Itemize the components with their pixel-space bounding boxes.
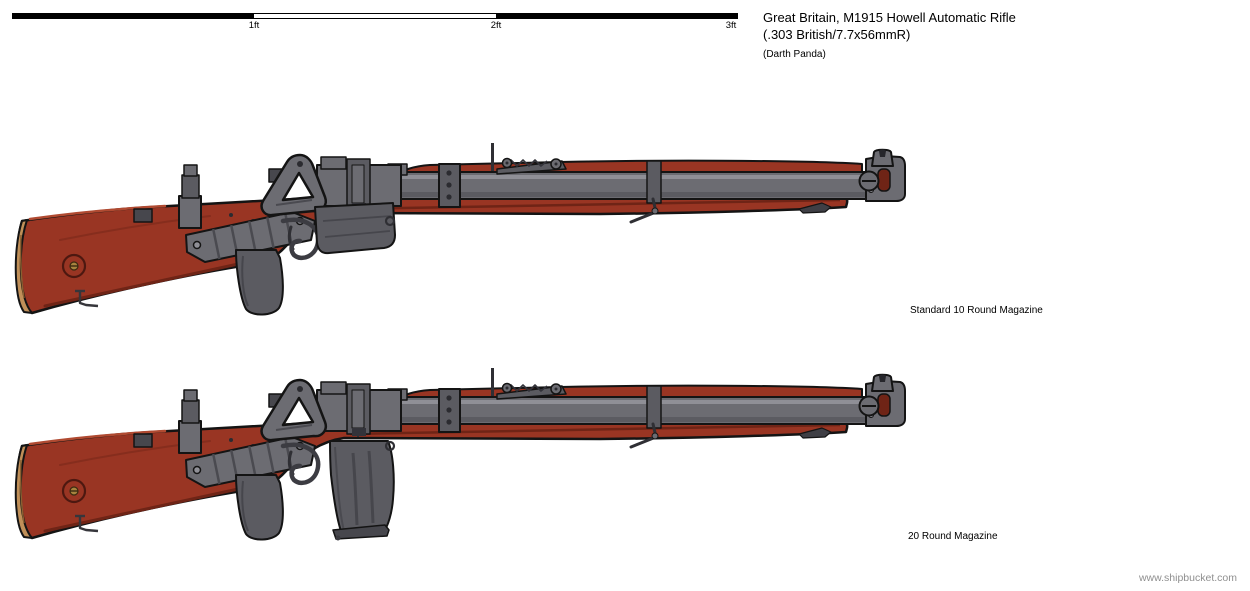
- scale-bar-segment-3: [496, 13, 738, 19]
- rifle-caption-10-round: Standard 10 Round Magazine: [910, 305, 1043, 316]
- scale-tick-3ft: 3ft: [725, 20, 737, 31]
- magazine-10-round: [313, 201, 397, 255]
- rifle-drawing: [16, 368, 905, 540]
- rifle-10-round: [16, 143, 905, 315]
- scale-tick-2ft: 2ft: [490, 20, 502, 31]
- watermark: www.shipbucket.com: [1138, 572, 1237, 584]
- title-block: Great Britain, M1915 Howell Automatic Ri…: [763, 9, 1016, 63]
- magazine-20-round: [328, 439, 396, 542]
- rifle-caption-20-round: 20 Round Magazine: [908, 531, 998, 542]
- scale-tick-1ft: 1ft: [248, 20, 260, 31]
- scale-bar-segment-2: [254, 13, 496, 19]
- rifle-drawing: [16, 143, 905, 315]
- scale-bar-segment-1: [12, 13, 254, 19]
- drawing-credit: (Darth Panda): [763, 49, 826, 60]
- drawing-title-line2: (.303 British/7.7x56mmR): [763, 27, 911, 42]
- rifle-20-round: [16, 368, 905, 542]
- drawing-title-line1: Great Britain, M1915 Howell Automatic Ri…: [763, 10, 1016, 25]
